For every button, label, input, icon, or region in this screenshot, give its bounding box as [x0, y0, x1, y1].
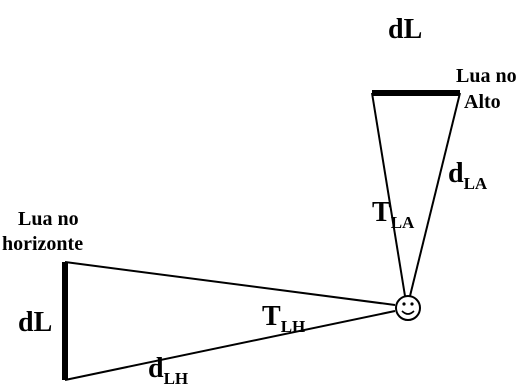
- t-lh-main: T: [262, 301, 281, 332]
- sight-line-horizon-bottom: [64, 310, 396, 381]
- sight-line-high-right: [409, 92, 461, 297]
- d-la-label: dLA: [448, 158, 488, 193]
- t-lh-sub: LH: [281, 317, 306, 336]
- d-la-sub: LA: [464, 174, 488, 193]
- sight-line-horizon-top: [64, 261, 396, 306]
- moon-horizon-label-line2: horizonte: [2, 233, 83, 255]
- t-la-label: TLA: [372, 197, 415, 232]
- moon-high-label-line1: Lua no: [456, 65, 517, 87]
- d-lh-sub: LH: [164, 369, 189, 388]
- t-la-sub: LA: [391, 213, 415, 232]
- t-la-main: T: [372, 197, 391, 228]
- smiley-face-icon: [395, 295, 421, 321]
- top-dl-label: dL: [388, 14, 422, 45]
- moon-high-label-line2: Alto: [464, 91, 501, 113]
- d-lh-main: d: [148, 353, 164, 384]
- sight-line-high-left: [371, 92, 406, 297]
- d-lh-label: dLH: [148, 353, 188, 388]
- moon-horizon-label-line1: Lua no: [18, 208, 79, 230]
- t-lh-label: TLH: [262, 301, 305, 336]
- left-dl-label: dL: [18, 307, 52, 338]
- d-la-main: d: [448, 158, 464, 189]
